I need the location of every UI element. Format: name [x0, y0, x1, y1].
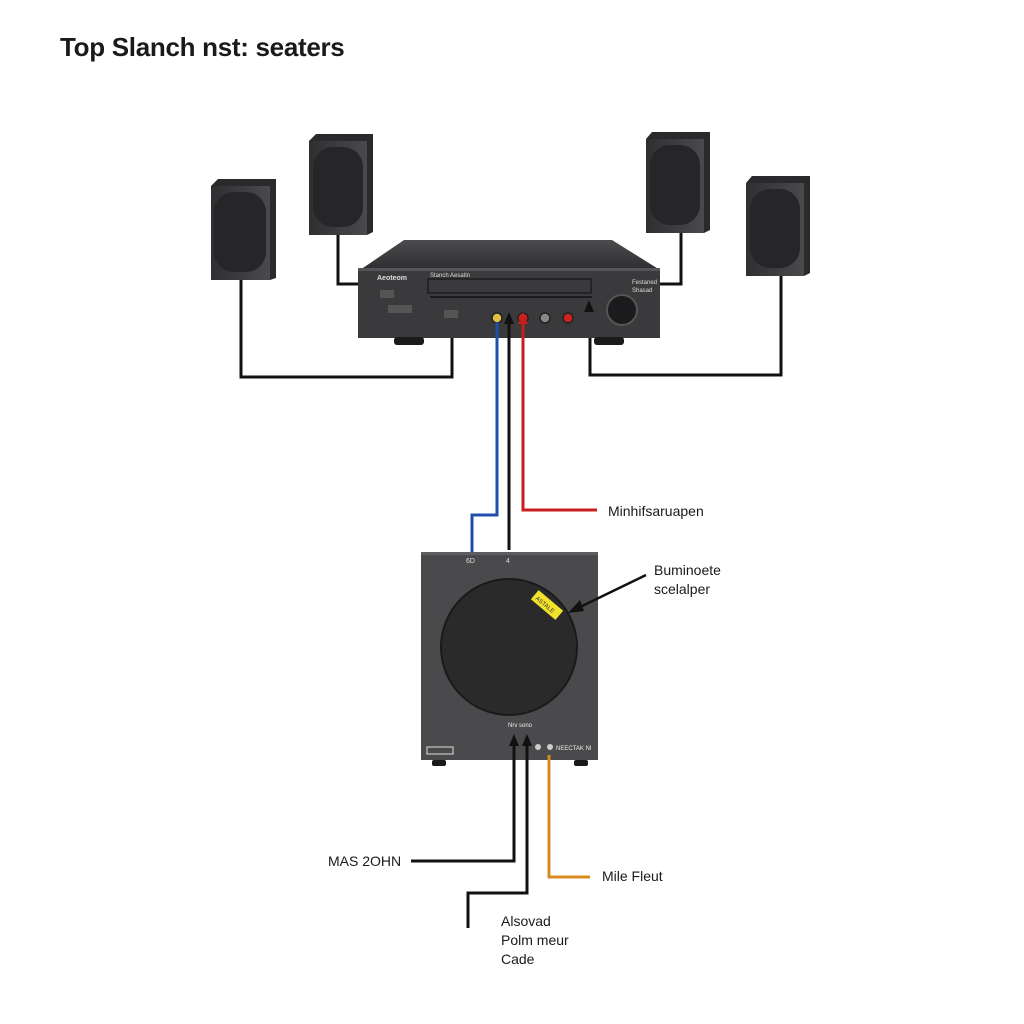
speaker-front-left [211, 179, 276, 280]
sub-black-cable-1-arrowhead [509, 734, 519, 746]
sub-black-cable-1 [411, 744, 516, 863]
front-right-speaker-wire [588, 275, 783, 377]
speaker-rear-left [309, 134, 373, 235]
bottom-cable-label-line-3: Cade [501, 951, 535, 967]
red-cable [521, 322, 597, 512]
blue-cable [470, 322, 499, 553]
bottom-cable-label: Alsovad Polm meur Cade [501, 912, 569, 969]
orange-cable-label-text: Mile Fleut [602, 868, 663, 884]
red-cable-arrowhead [518, 312, 528, 324]
sub-jack-right-label: 4 [506, 558, 510, 565]
page-title: Top Slanch nst: seaters [60, 32, 345, 62]
receiver-right-text-2: Shasad [632, 288, 652, 294]
sub-badge-label: MAS 2OHN [328, 852, 401, 871]
signal-cables [470, 300, 597, 553]
bottom-cable-label-line-2: Polm meur [501, 932, 569, 948]
right-connector-arrowhead [584, 300, 594, 312]
speaker-front-right [746, 176, 810, 276]
sub-black-cable-2 [466, 744, 529, 928]
front-left-speaker-wire [239, 278, 454, 379]
receiver-volume-knob [606, 294, 638, 326]
speaker-driver-label-line-2: scelalper [654, 581, 711, 597]
sub-black-cable-2-arrowhead [522, 734, 532, 746]
sub-jack-left-label: 6D [466, 558, 475, 565]
speaker-rear-right [646, 132, 710, 233]
red-cable-label-text: Minhifsaruapen [608, 503, 704, 519]
sub-panel-right-text: NEECTAK NI [556, 746, 592, 752]
bottom-cables [411, 734, 590, 928]
black-cable-arrowhead [504, 312, 514, 324]
sub-badge-label-text: MAS 2OHN [328, 853, 402, 869]
driver-pointer-arrow [568, 573, 647, 613]
speaker-driver-label: Buminoete scelalper [654, 561, 721, 599]
receiver-right-text-1: Festaned [632, 280, 657, 286]
red-cable-label: Minhifsaruapen [608, 502, 704, 521]
sub-panel-text: Nrv sono [508, 723, 533, 729]
speaker-driver-label-line-1: Buminoete [654, 562, 721, 578]
receiver-brand: Aeoteom [377, 275, 407, 282]
rear-left-speaker-wire [336, 234, 360, 286]
subwoofer-driver [440, 578, 578, 716]
orange-cable-label: Mile Fleut [602, 867, 663, 886]
speaker-wires [239, 232, 783, 379]
subwoofer: ASTALE 6D 4 Nrv sono NEECTAK NI [421, 552, 598, 766]
receiver-display-text: Stanch Aesatin [430, 273, 470, 279]
rear-right-speaker-wire [658, 232, 683, 286]
bottom-cable-label-line-1: Alsovad [501, 913, 551, 929]
orange-cable [547, 755, 590, 879]
